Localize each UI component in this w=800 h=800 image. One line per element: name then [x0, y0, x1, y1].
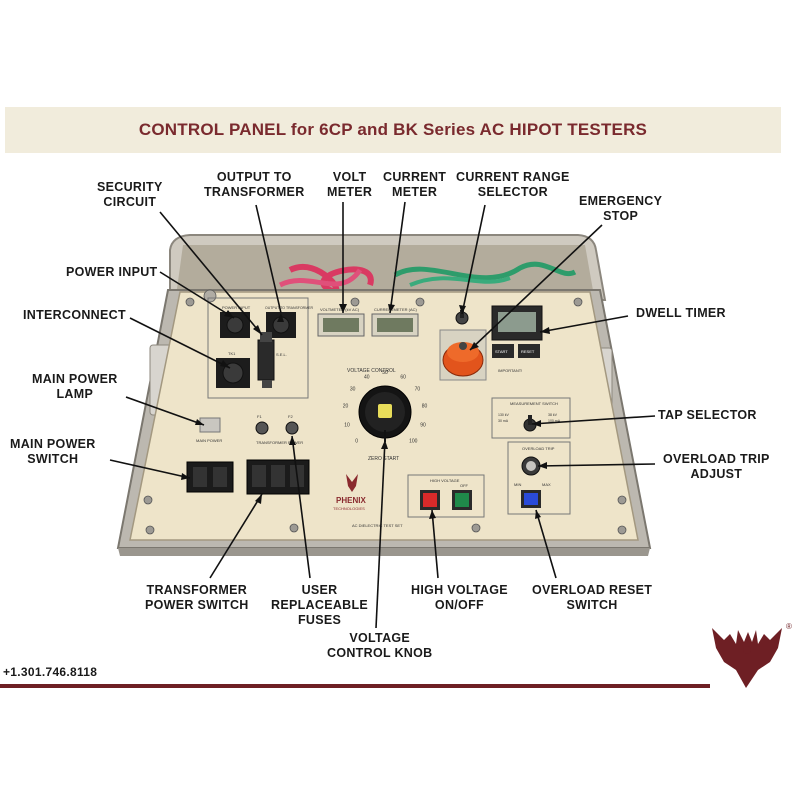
dial-tick-labels: 0 10 20 30 40 50 60 70 80 90 100 — [343, 370, 428, 444]
dial-tick-label: 100 — [409, 438, 418, 444]
footer-phone: +1.301.746.8118 — [3, 665, 98, 679]
dial-tick-label: 70 — [415, 387, 421, 393]
panel-label-max: MAX — [542, 482, 551, 487]
overload-reset-button[interactable] — [521, 490, 541, 508]
panel-label-output: OUTPUT TO TRANSFORMER — [265, 306, 313, 310]
connector-frame — [207, 297, 309, 399]
red-cable-2 — [278, 268, 363, 288]
security-circuit-plug — [257, 332, 275, 388]
green-cable-2 — [409, 276, 511, 287]
panel-brand-name: PHENIX — [336, 496, 366, 505]
panel-model: AC DIELECTRIC TEST SET — [352, 523, 403, 528]
dial-tick-label: 60 — [400, 374, 406, 380]
panel-screws — [143, 289, 627, 535]
main-power-switch[interactable] — [186, 461, 234, 493]
callout-interconnect: INTERCONNECT — [23, 308, 126, 322]
high-voltage-off-button[interactable] — [452, 490, 472, 510]
dial-tick-label: 40 — [364, 374, 370, 380]
interconnect-connector — [216, 358, 250, 388]
panel-label-power-input: POWER INPUT — [222, 305, 251, 310]
panel-brand-sub: TECHNOLOGIES — [333, 506, 365, 511]
panel-label-transformer-power: TRANSFORMER POWER — [256, 440, 303, 445]
panel-label-start: START — [495, 349, 508, 354]
fuse-f2[interactable] — [285, 421, 299, 435]
trademark-symbol: ® — [786, 622, 792, 631]
panel-label-voltage-control: VOLTAGE CONTROL — [347, 368, 396, 374]
panel-label-reset: RESET — [521, 349, 535, 354]
timer-start-button[interactable]: START — [492, 344, 514, 358]
callout-dwell-timer: DWELL TIMER — [636, 306, 726, 320]
overload-trip-knob[interactable] — [521, 456, 541, 476]
dial-tick-label: 50 — [382, 370, 388, 376]
case-bottom-rim — [118, 548, 650, 556]
page-title: CONTROL PANEL for 6CP and BK Series AC H… — [138, 120, 648, 139]
current-meter — [371, 313, 419, 337]
panel-label-off: OFF — [460, 483, 469, 488]
power-input-connector — [220, 312, 250, 338]
high-voltage-on-button[interactable] — [420, 490, 440, 510]
panel-label-overload-trip: OVERLOAD TRIP — [522, 446, 555, 451]
panel-label-tap-right: 38 kV — [548, 413, 558, 417]
panel-label-high-voltage: HIGH VOLTAGE — [430, 478, 460, 483]
panel-label-currentmeter: CURRENTMETER (AC) — [374, 307, 418, 312]
timer-reset-button[interactable]: RESET — [518, 344, 540, 358]
high-voltage-box — [407, 474, 485, 518]
leader-lines — [109, 201, 656, 629]
panel-label-min: MIN — [514, 482, 521, 487]
dial-tick-label: 20 — [343, 404, 349, 410]
panel-label-important: IMPORTANT! — [498, 368, 522, 373]
fuse-f1[interactable] — [255, 421, 269, 435]
dial-tick-label: 90 — [420, 422, 426, 428]
callout-tap-selector: TAP SELECTOR — [658, 408, 757, 422]
panel-label-tap-left-2: 30 mA — [498, 419, 509, 423]
measurement-box — [491, 397, 571, 439]
panel-label-f1: F1 — [257, 414, 262, 419]
panel-label-main-power: MAIN POWER — [196, 438, 222, 443]
footer-rule — [0, 684, 710, 688]
dial-tick-label: 10 — [344, 422, 350, 428]
green-cable — [393, 261, 577, 281]
phenix-bird-logo-icon — [712, 628, 782, 688]
voltage-control-knob[interactable] — [358, 385, 412, 442]
panel-label-tap-right-2: 100 mA — [548, 419, 561, 423]
dwell-timer — [491, 305, 543, 341]
dial-tick-label: 80 — [422, 404, 428, 410]
dial-tick-label: 30 — [350, 387, 356, 393]
panel-label-tap-left: 130 kV — [498, 413, 510, 417]
overload-box — [507, 441, 571, 515]
transformer-power-switch[interactable] — [246, 459, 310, 495]
callout-power-input: POWER INPUT — [66, 265, 158, 279]
emergency-stop-button[interactable] — [439, 329, 487, 381]
panel-label-sec: S.E.L. — [276, 352, 287, 357]
volt-meter — [317, 313, 365, 337]
leader-arrowheads — [181, 304, 550, 519]
case-interior — [176, 245, 594, 296]
panel-label-tk: TK1 — [228, 351, 236, 356]
panel-label-voltmeter: VOLTMETER (kV AC) — [320, 307, 360, 312]
title-band: CONTROL PANEL for 6CP and BK Series AC H… — [5, 107, 781, 153]
panel-label-f2: F2 — [288, 414, 293, 419]
brand-logo-icon — [346, 474, 358, 492]
panel-label-measurement: MEASUREMENT SWITCH — [510, 401, 558, 406]
dial-tick-label: 0 — [355, 438, 358, 444]
